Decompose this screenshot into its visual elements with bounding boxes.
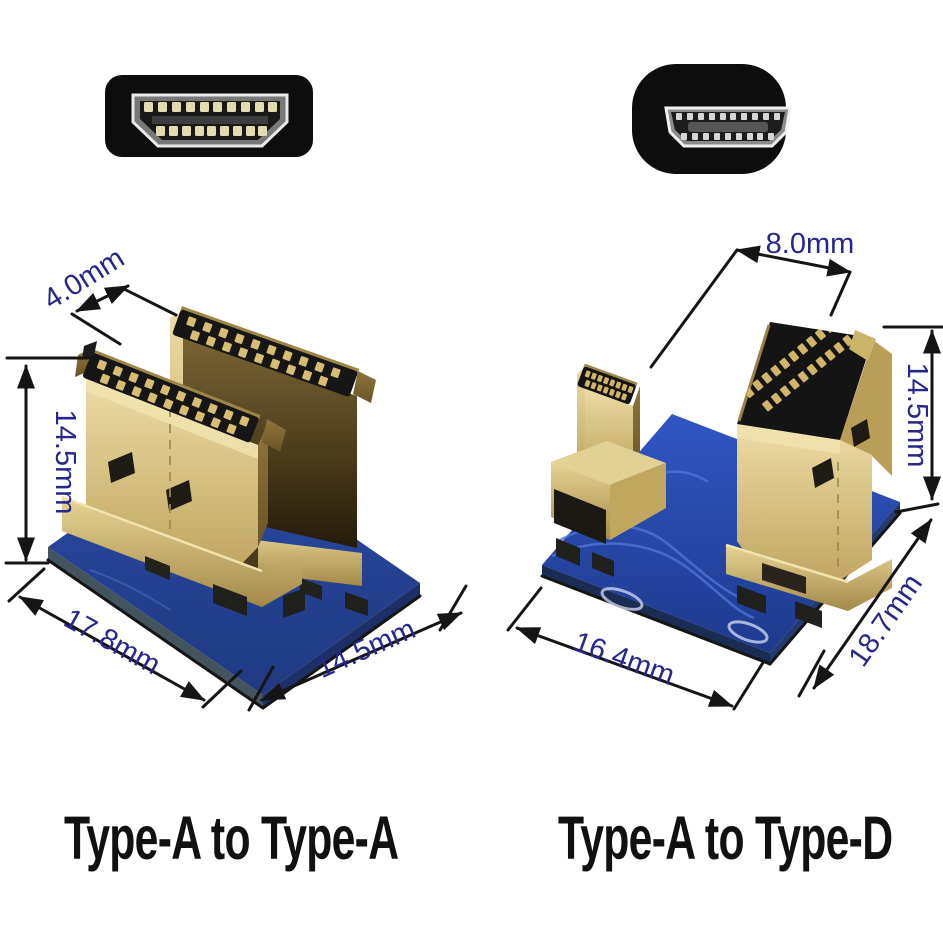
- left-adapter-caption: Type-A to Type-A: [64, 804, 399, 872]
- dim-label-right-micro-width: 8.0mm: [766, 228, 855, 260]
- pcb-traces: [551, 470, 769, 644]
- front-type-a-connector: [61, 341, 305, 618]
- right-adapter-caption: Type-A to Type-D: [558, 804, 893, 872]
- back-connector-pin-strip: [172, 306, 360, 397]
- hdmi-type-d-port-icon: [632, 64, 792, 174]
- right-adapter-illustration: [540, 322, 902, 666]
- right-type-a-connector: [725, 322, 892, 628]
- diagram-scene: 4.0mm 14.5mm 17.8mm 14.5mm: [4, 64, 943, 712]
- micro-type-d-connector: [551, 363, 666, 577]
- type-d-pins-bottom-row: [681, 133, 774, 140]
- dim-label-right-length: 16.4mm: [569, 626, 678, 692]
- hdmi-type-a-port-icon: [105, 75, 313, 157]
- dim-label-left-gap: 4.0mm: [38, 242, 130, 316]
- micro-connector-pin-strip: [577, 363, 638, 405]
- dim-label-left-height: 14.5mm: [49, 410, 81, 515]
- front-connector-pin-strip: [82, 349, 261, 443]
- dim-label-right-height: 14.5mm: [901, 363, 933, 468]
- type-a-pins-bottom-row: [156, 126, 267, 136]
